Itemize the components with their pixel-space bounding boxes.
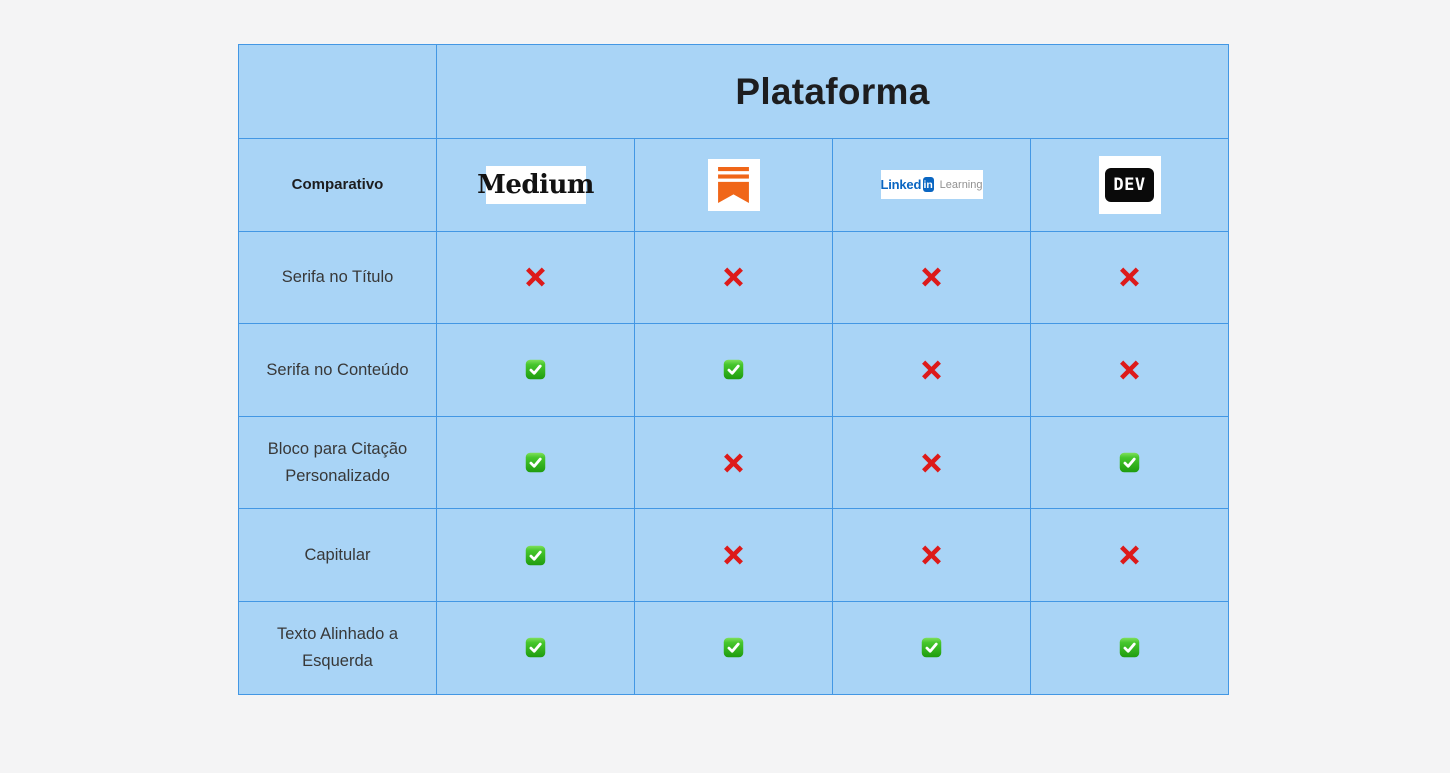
row-label: Bloco para Citação Personalizado	[267, 439, 408, 485]
row-label-cell: Serifa no Conteúdo	[238, 323, 437, 417]
red-cross-icon	[1120, 267, 1139, 287]
green-check-icon	[1119, 452, 1140, 473]
substack-logo	[707, 158, 760, 211]
cell-texto-alinhado-dev	[1030, 600, 1229, 695]
cell-serifa-titulo-linkedin	[832, 230, 1031, 325]
red-cross-icon	[922, 453, 941, 473]
cell-serifa-conteudo-linkedin	[832, 323, 1031, 417]
cell-texto-alinhado-medium	[436, 600, 635, 695]
cell-texto-alinhado-linkedin	[832, 600, 1031, 695]
row-label: Texto Alinhado a Esquerda	[276, 625, 399, 670]
cell-serifa-conteudo-dev	[1030, 323, 1229, 417]
platform-header-linkedin-learning: Linked in Learning	[832, 138, 1031, 232]
cell-bloco-citacao-medium	[436, 415, 635, 510]
cell-capitular-medium	[436, 508, 635, 602]
row-label: Serifa no Título	[281, 268, 394, 287]
green-check-icon	[525, 360, 546, 380]
table-row: Capitular	[238, 508, 1229, 602]
cell-capitular-substack	[634, 508, 833, 602]
red-cross-icon	[724, 267, 743, 287]
green-check-icon	[525, 638, 546, 658]
platform-header-dev: DEV	[1030, 138, 1229, 232]
red-cross-icon	[922, 360, 941, 380]
platform-header-medium: Medium	[436, 138, 635, 232]
platform-comparison-table: Plataforma Comparativo Medium	[238, 44, 1229, 695]
green-check-icon	[921, 638, 942, 658]
cell-texto-alinhado-substack	[634, 600, 833, 695]
dev-badge: DEV	[1105, 167, 1154, 202]
linkedin-learning-text: Learning	[939, 178, 983, 191]
row-label-cell: Capitular	[238, 508, 437, 602]
linkedin-learning-logo: Linked in Learning	[880, 170, 983, 200]
row-label-cell: Texto Alinhado a Esquerda	[238, 600, 437, 695]
green-check-icon	[723, 638, 744, 658]
linkedin-in-badge-icon: in	[922, 177, 934, 193]
cell-serifa-titulo-dev	[1030, 230, 1229, 325]
medium-wordmark: Medium	[477, 169, 594, 200]
green-check-icon	[1119, 638, 1140, 658]
green-check-icon	[525, 452, 546, 473]
dev-logo: DEV	[1098, 155, 1161, 214]
row-label-cell: Bloco para Citação Personalizado	[238, 415, 437, 510]
red-cross-icon	[724, 545, 743, 565]
cell-capitular-dev	[1030, 508, 1229, 602]
cell-serifa-titulo-substack	[634, 230, 833, 325]
green-check-icon	[525, 545, 546, 565]
row-label-cell: Serifa no Título	[238, 230, 437, 325]
medium-logo: Medium	[477, 165, 594, 204]
row-label: Capitular	[304, 545, 371, 564]
table-row: Serifa no Título	[238, 230, 1229, 325]
table-row: Serifa no Conteúdo	[238, 323, 1229, 417]
table-row: Texto Alinhado a Esquerda	[238, 600, 1229, 695]
green-check-icon	[723, 360, 744, 380]
cell-serifa-conteudo-medium	[436, 323, 635, 417]
red-cross-icon	[922, 267, 941, 287]
red-cross-icon	[1120, 360, 1139, 380]
substack-bookmark-icon	[718, 166, 749, 203]
row-label: Serifa no Conteúdo	[266, 360, 409, 379]
cell-serifa-titulo-medium	[436, 230, 635, 325]
red-cross-icon	[922, 545, 941, 565]
red-cross-icon	[724, 453, 743, 473]
red-cross-icon	[526, 267, 545, 287]
table-row: Bloco para Citação Personalizado	[238, 415, 1229, 510]
cell-bloco-citacao-dev	[1030, 415, 1229, 510]
table-title: Plataforma	[735, 70, 930, 112]
corner-label-cell: Comparativo	[238, 138, 437, 232]
cell-serifa-conteudo-substack	[634, 323, 833, 417]
corner-label: Comparativo	[291, 175, 384, 193]
cell-capitular-linkedin	[832, 508, 1031, 602]
linkedin-linked-text: Linked	[880, 177, 922, 193]
cell-bloco-citacao-linkedin	[832, 415, 1031, 510]
red-cross-icon	[1120, 545, 1139, 565]
cell-bloco-citacao-substack	[634, 415, 833, 510]
corner-empty-cell	[238, 44, 437, 139]
platform-header-substack	[634, 138, 833, 232]
table-title-cell: Plataforma	[436, 44, 1229, 139]
